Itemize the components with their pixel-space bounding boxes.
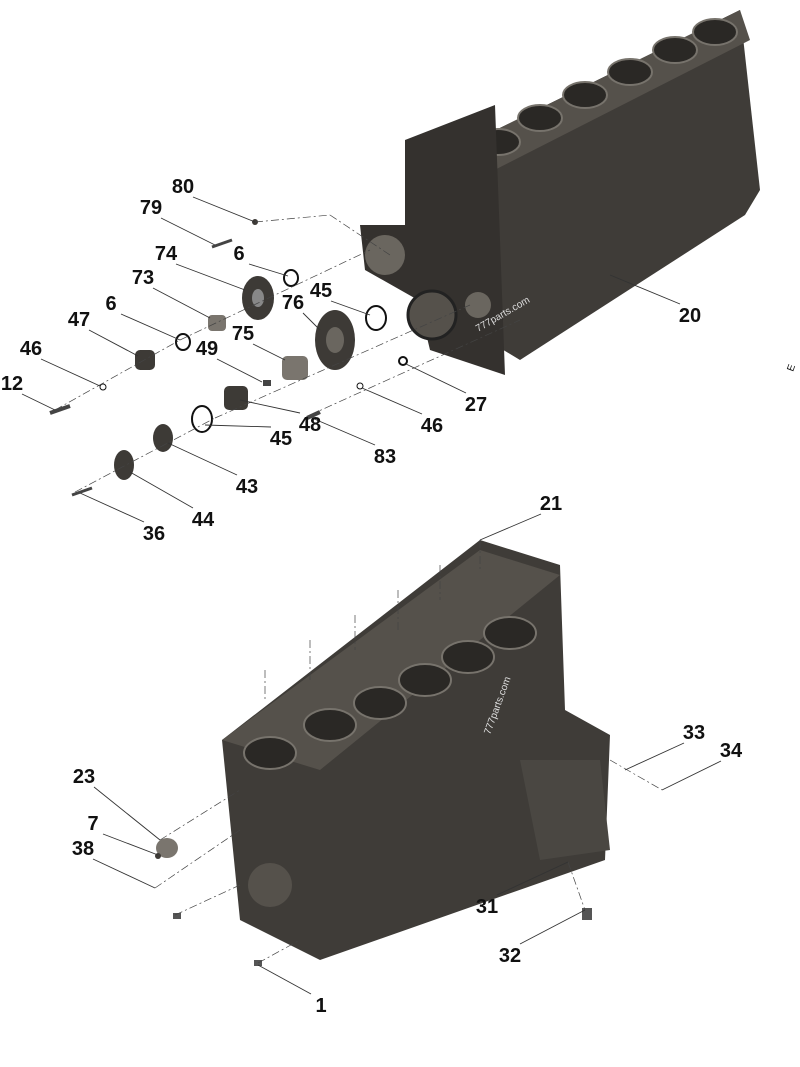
assembly-axis-line — [54, 339, 181, 411]
assembly-axis-line — [329, 214, 391, 256]
part-callout-48[interactable]: 48 — [299, 414, 321, 436]
oring-6b — [283, 269, 299, 287]
bushing-23 — [156, 838, 178, 858]
part-callout-43[interactable]: 43 — [236, 476, 258, 498]
part-callout-34[interactable]: 34 — [720, 740, 743, 762]
part-callout-46[interactable]: 46 — [20, 338, 42, 360]
oring-45a — [191, 405, 213, 433]
leader-line — [330, 300, 371, 316]
part-callout-36[interactable]: 36 — [143, 523, 165, 545]
leader-line — [120, 313, 181, 341]
assembly-axis-line — [154, 829, 241, 889]
leader-line — [661, 760, 722, 791]
part-callout-45[interactable]: 45 — [270, 428, 292, 450]
part-callout-49[interactable]: 49 — [196, 338, 218, 360]
leader-line — [216, 358, 263, 383]
leader-line — [129, 471, 194, 509]
assembly-axis-line — [257, 939, 301, 964]
part-callout-80[interactable]: 80 — [172, 176, 194, 198]
part-callout-75[interactable]: 75 — [232, 323, 254, 345]
leader-line — [167, 442, 238, 476]
part-callout-6[interactable]: 6 — [233, 243, 244, 265]
hub-48 — [224, 386, 248, 410]
part-callout-21[interactable]: 21 — [540, 493, 562, 515]
leader-line — [79, 492, 145, 523]
leader-line — [257, 964, 312, 995]
leader-line — [21, 393, 56, 411]
bushing-73 — [208, 315, 226, 331]
part-callout-12[interactable]: 12 — [1, 373, 23, 395]
engine-block-upper — [360, 10, 760, 375]
part-callout-47[interactable]: 47 — [68, 309, 90, 331]
leader-line — [204, 424, 272, 428]
leader-line — [88, 329, 139, 357]
part-callout-46[interactable]: 46 — [421, 415, 443, 437]
leader-line — [252, 343, 286, 361]
leader-line — [519, 909, 586, 945]
part-callout-23[interactable]: 23 — [73, 766, 95, 788]
assembly-axis-line — [609, 759, 663, 791]
part-callout-20[interactable]: 20 — [679, 305, 701, 327]
part-callout-33[interactable]: 33 — [683, 722, 705, 744]
leader-line — [248, 263, 289, 277]
part-callout-74[interactable]: 74 — [155, 243, 178, 265]
small-parts — [49, 219, 592, 966]
assembly-axis-line — [214, 304, 471, 419]
leader-line — [160, 217, 216, 246]
assembly-axis-line — [74, 417, 216, 493]
part-callout-38[interactable]: 38 — [72, 838, 94, 860]
assembly-axis-line — [179, 249, 371, 341]
leader-line — [624, 742, 685, 771]
leader-line — [93, 786, 161, 841]
bushing-75 — [282, 356, 308, 380]
leader-line — [239, 399, 301, 414]
part-callout-31[interactable]: 31 — [476, 896, 498, 918]
part-callout-44[interactable]: 44 — [192, 509, 215, 531]
part-callout-27[interactable]: 27 — [465, 394, 487, 416]
oring-6a — [175, 333, 191, 351]
oring-45b — [365, 305, 387, 331]
part-callout-7[interactable]: 7 — [87, 813, 98, 835]
assembly-axis-line — [159, 789, 241, 841]
assembly-axis-line — [254, 214, 331, 223]
leader-line — [40, 358, 101, 387]
part-callout-32[interactable]: 32 — [499, 945, 521, 967]
part-callout-6[interactable]: 6 — [105, 293, 116, 315]
assembly-axis-line — [174, 884, 241, 916]
leader-line — [405, 363, 467, 394]
plate-43 — [153, 424, 173, 452]
leader-line — [311, 417, 376, 446]
leader-line — [92, 858, 156, 889]
assembly-axis-line — [309, 319, 521, 416]
leader-line — [102, 833, 159, 856]
part-callout-1[interactable]: 1 — [315, 995, 326, 1017]
engine-block-lower — [222, 540, 610, 960]
part-callout-83[interactable]: 83 — [374, 446, 396, 468]
part-callout-73[interactable]: 73 — [132, 267, 154, 289]
leader-line — [496, 861, 569, 896]
part-callout-79[interactable]: 79 — [140, 197, 162, 219]
edge-mark: E — [785, 363, 798, 373]
leader-line — [152, 287, 211, 319]
leader-line — [175, 263, 246, 291]
part-callout-76[interactable]: 76 — [282, 292, 304, 314]
leader-line — [609, 274, 681, 305]
leader-line — [302, 312, 321, 331]
leader-line — [192, 196, 256, 223]
leader-line — [479, 513, 542, 541]
part-callout-45[interactable]: 45 — [310, 280, 332, 302]
flange-44 — [114, 450, 134, 480]
leader-line — [361, 387, 423, 415]
